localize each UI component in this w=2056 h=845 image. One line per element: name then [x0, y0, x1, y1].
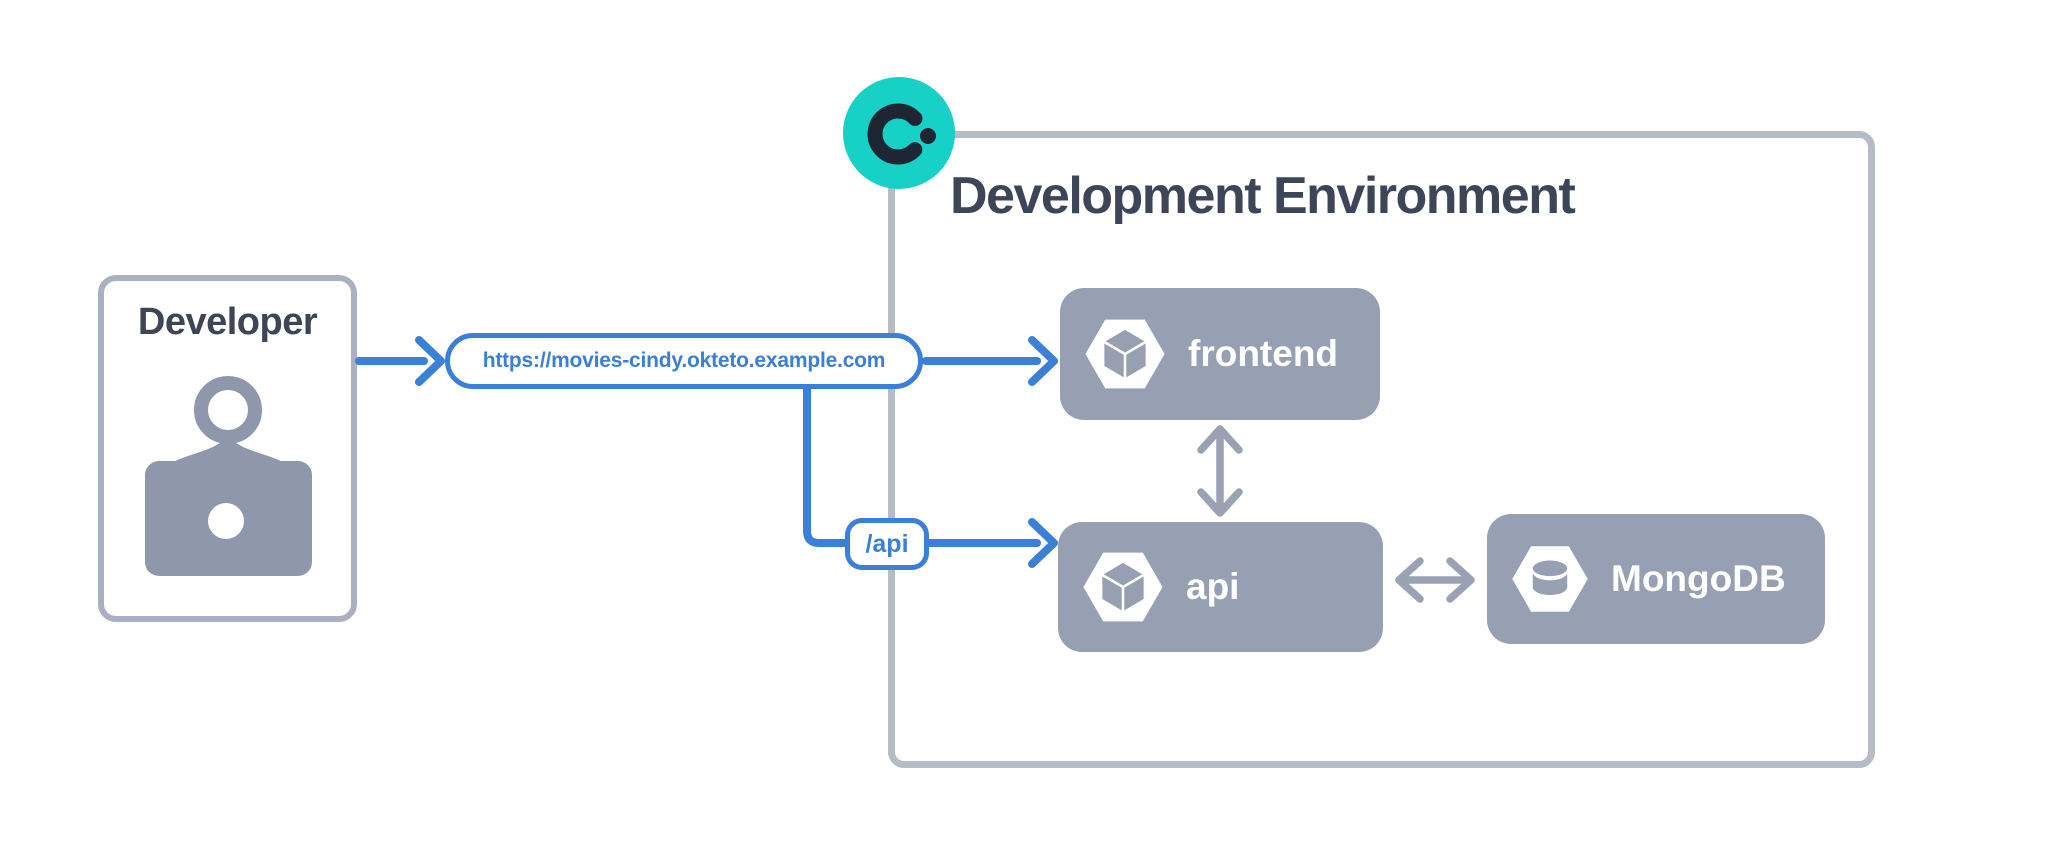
api-path-pill: /api: [845, 518, 929, 570]
frontend-label: frontend: [1188, 333, 1339, 374]
node-frontend: frontend: [1060, 288, 1380, 420]
environment-title: Development Environment: [950, 167, 1576, 225]
api-label: api: [1186, 566, 1240, 607]
database-hexagon-icon: [1512, 546, 1588, 612]
arrow-developer-to-url: [355, 336, 445, 386]
elbow-url-to-api-pill: [803, 387, 847, 547]
developer-box: Developer: [98, 275, 357, 622]
node-api: api: [1058, 522, 1383, 652]
person-laptop-icon: [140, 354, 316, 585]
developer-label: Developer: [137, 301, 318, 343]
okteto-logo-mark: [867, 103, 936, 165]
url-text: https://movies-cindy.okteto.example.com: [482, 349, 886, 372]
api-path-text: /api: [865, 529, 909, 558]
cube-hexagon-icon: [1085, 319, 1165, 389]
mongodb-label: MongoDB: [1611, 558, 1786, 599]
development-environment-box: [888, 131, 1875, 768]
okteto-logo-icon: [843, 77, 955, 189]
node-mongodb: MongoDB: [1487, 514, 1825, 644]
person-laptop-glyph: [144, 376, 312, 576]
url-pill: https://movies-cindy.okteto.example.com: [445, 333, 923, 389]
cube-hexagon-icon: [1083, 552, 1163, 622]
